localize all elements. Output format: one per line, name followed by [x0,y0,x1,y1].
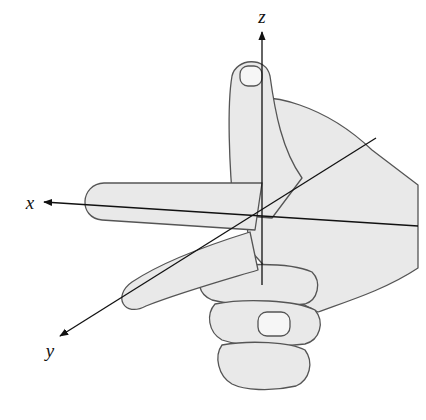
fingernail [258,312,290,336]
axis-label: x [26,193,34,212]
curled-finger [218,342,310,389]
axis-label: z [258,7,265,26]
z-axis [261,32,262,285]
y-axis [60,138,376,336]
middle-finger [122,232,258,309]
x-axis [44,202,418,226]
axis-label: y [46,341,54,360]
thumbnail [240,66,262,86]
curled-finger [210,301,321,346]
